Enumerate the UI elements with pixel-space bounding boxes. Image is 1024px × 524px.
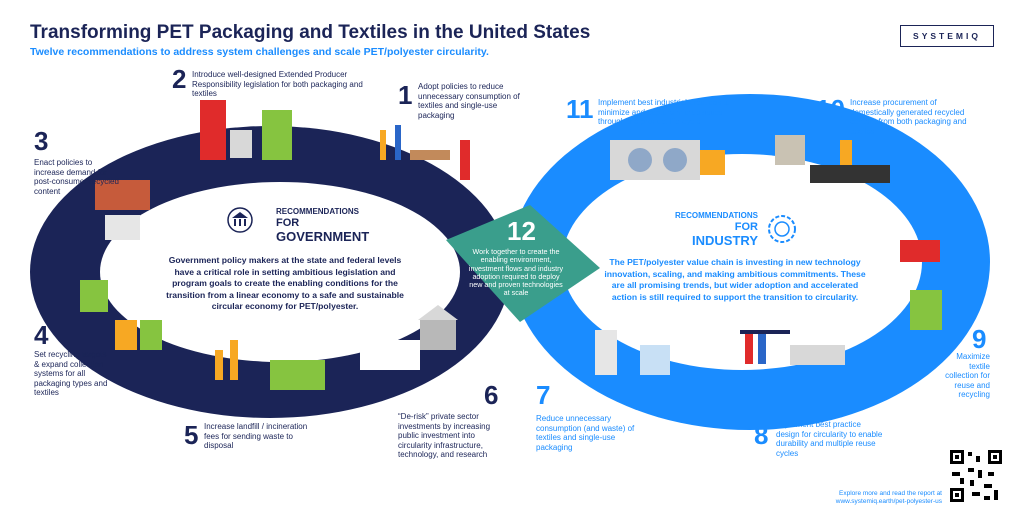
government-heading-small: RECOMMENDATIONS [276, 207, 359, 216]
rec-11-text: Implement best industrial practices to m… [598, 98, 731, 127]
illustration-rec2 [200, 100, 292, 160]
industry-heading: RECOMMENDATIONS FOR INDUSTRY [658, 211, 758, 248]
footer-note: Explore more and read the report at www.… [770, 490, 942, 507]
rec-12-number: 12 [507, 216, 536, 246]
industry-heading-small: RECOMMENDATIONS [675, 211, 758, 220]
illustration-rec10 [775, 135, 890, 183]
rec-4-number: 4 [34, 320, 49, 350]
government-heading: RECOMMENDATIONS FOR GOVERNMENT [276, 207, 396, 244]
illustration-rec5 [215, 340, 325, 390]
rec-10-number: 10 [816, 94, 845, 124]
rec-6-number: 6 [484, 380, 499, 410]
rec-5-number: 5 [184, 420, 199, 450]
rec-10-text: Increase procurement of domestically gen… [850, 98, 967, 136]
rec-6-text: “De-risk” private sector investments by … [398, 412, 491, 460]
industry-heading-for: FOR [734, 220, 758, 233]
rec-3-number: 3 [34, 126, 49, 156]
rec-3-text: Enact policies to increase demand for po… [34, 158, 119, 196]
rec-7-number: 7 [536, 380, 551, 410]
illustration-rec8 [740, 330, 845, 365]
rec-7-text: Reduce unnecessary consumption (and wast… [536, 414, 635, 452]
rec-1-number: 1 [398, 80, 413, 110]
qr-code [948, 448, 1004, 504]
rec-2-text: Introduce well-designed Extended Produce… [192, 70, 363, 99]
footer-line1: Explore more and read the report at [839, 490, 942, 497]
industry-heading-big: INDUSTRY [692, 232, 758, 248]
illustration-rec4 [80, 280, 162, 350]
rec-11-number: 11 [566, 94, 594, 124]
illustration-rec11 [610, 140, 725, 180]
illustration-rec6 [360, 305, 458, 370]
rec-8-text: Implement best practice design for circu… [776, 420, 883, 458]
rec-8-number: 8 [754, 420, 769, 450]
rec-4-text: Set recycling targets & expand collectio… [34, 350, 108, 398]
government-heading-big: GOVERNMENT [276, 228, 370, 244]
industry-inner [562, 154, 922, 370]
government-heading-for: FOR [276, 216, 300, 229]
center-diamond [446, 205, 600, 322]
government-building-icon [227, 207, 253, 233]
government-inner [100, 182, 460, 362]
page-subtitle: Twelve recommendations to address system… [30, 46, 489, 58]
rec-9-number: 9 [972, 324, 987, 354]
rec-9-text: Maximize textile collection for reuse an… [945, 352, 990, 400]
illustration-rec9 [900, 240, 942, 330]
illustration-rec3 [95, 180, 150, 240]
gear-thumbs-up-icon [768, 215, 796, 243]
systemiq-logo[interactable]: SYSTEMIQ [900, 25, 994, 47]
rec-1-text: Adopt policies to reduce unnecessary con… [418, 82, 520, 120]
rec-2-number: 2 [172, 64, 187, 94]
illustration-rec1 [380, 125, 470, 180]
footer-link[interactable]: www.systemiq.earth/pet-polyester-us [835, 498, 942, 506]
illustration-rec7 [595, 330, 670, 375]
government-body: Government policy makers at the state an… [166, 255, 404, 312]
page-title: Transforming PET Packaging and Textiles … [30, 22, 591, 43]
industry-body: The PET/polyester value chain is investi… [604, 257, 866, 302]
rec-12-text: Work together to create the enabling env… [468, 247, 564, 298]
rec-5-text: Increase landfill / incineration fees fo… [204, 422, 308, 451]
